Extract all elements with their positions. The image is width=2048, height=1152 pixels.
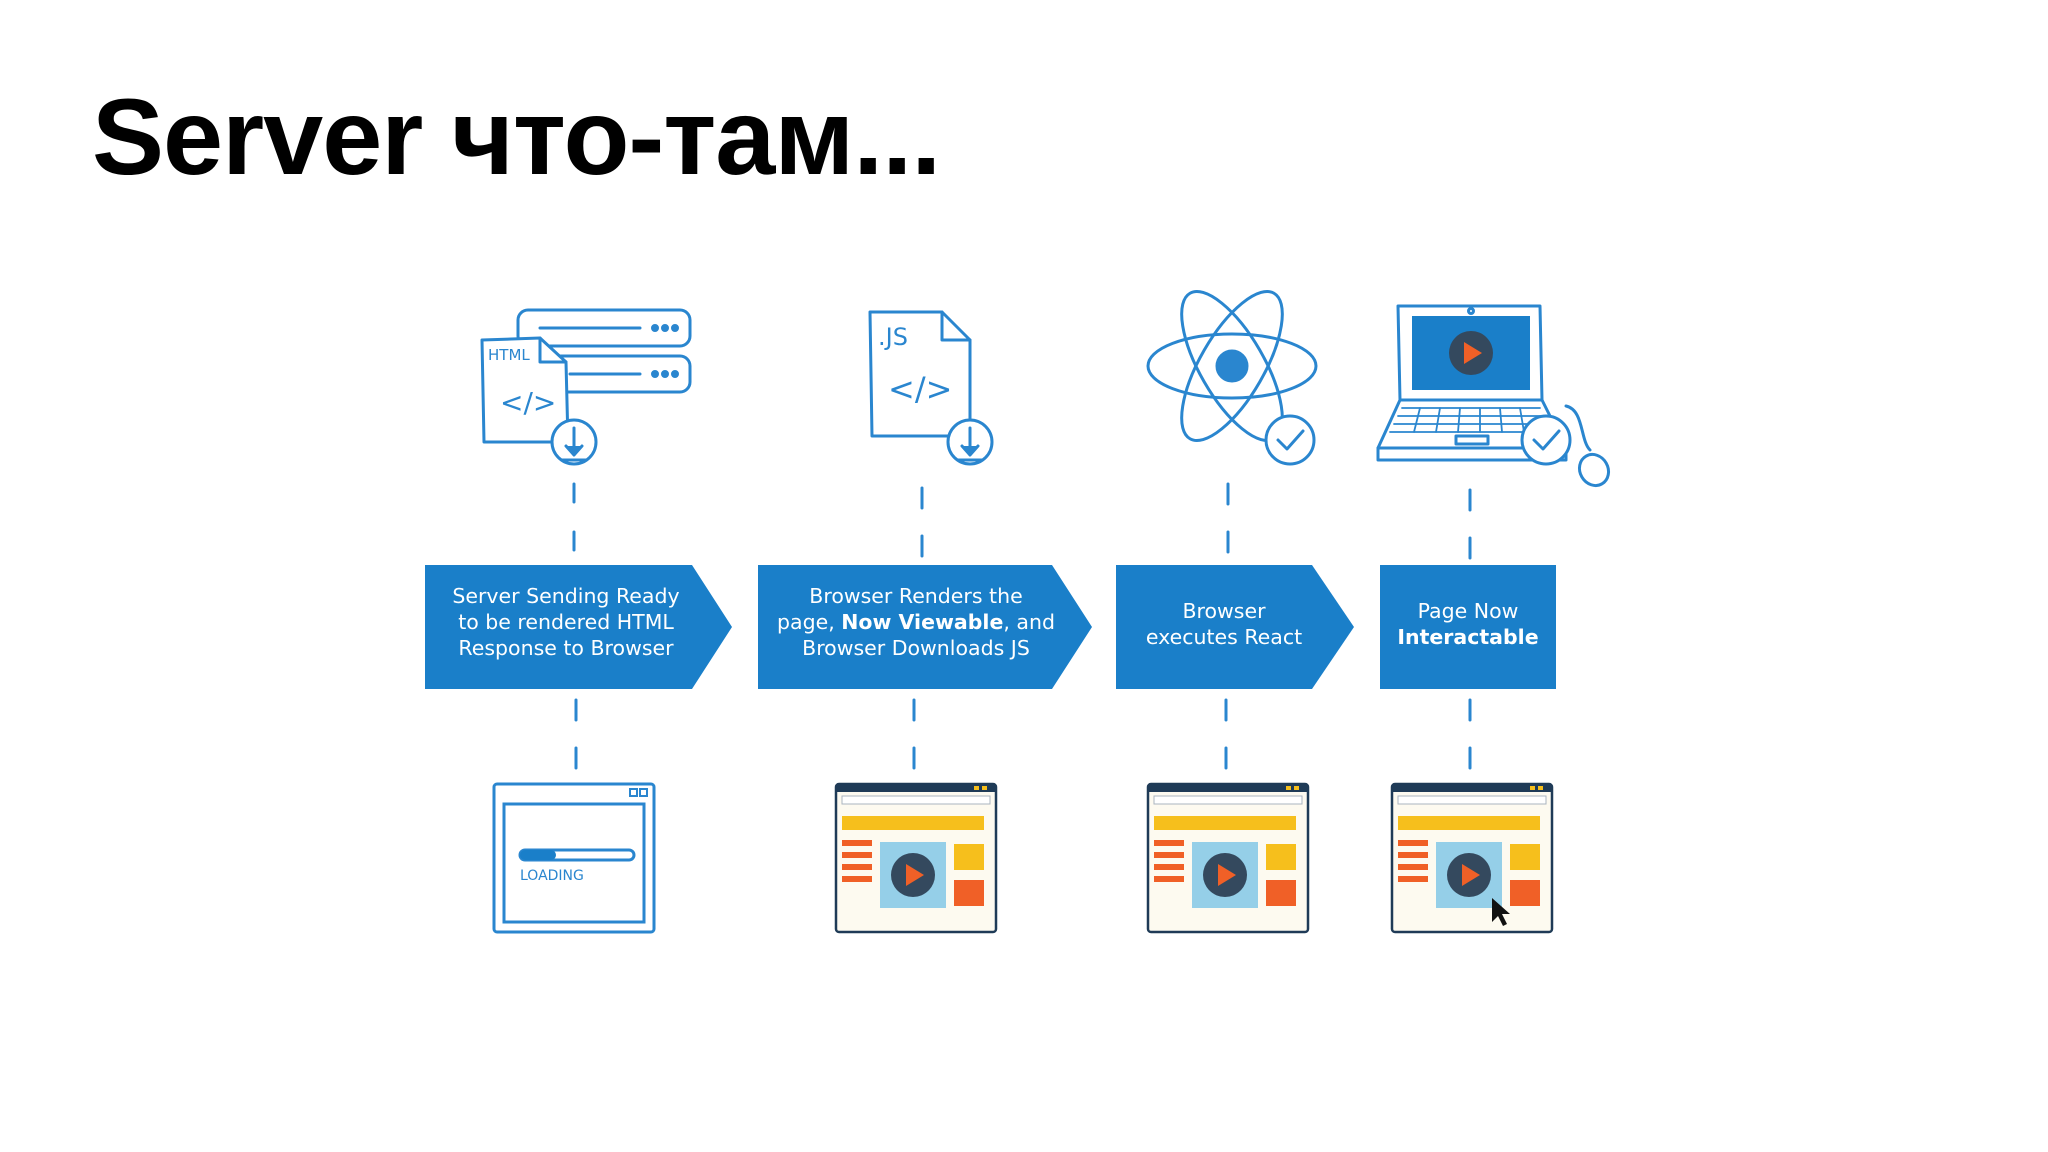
html-code-glyph: </> — [500, 386, 556, 419]
laptop-play-icon — [1449, 331, 1493, 375]
loading-label: LOADING — [520, 868, 584, 884]
step-1-line-1: Server Sending Ready — [452, 584, 679, 608]
step-3-line-1: Browser — [1182, 599, 1266, 623]
html-file-label: HTML — [488, 346, 530, 364]
step-2-line-2: page, Now Viewable, and — [777, 610, 1055, 634]
browser-window-1 — [834, 782, 998, 934]
step-1-line-2: to be rendered HTML — [458, 610, 674, 634]
step-box-2 — [758, 565, 1092, 689]
step-box-3 — [1116, 565, 1354, 689]
browser-window-3 — [1390, 782, 1554, 934]
loading-window-icon — [492, 782, 656, 934]
step-4-line-1: Page Now — [1418, 599, 1519, 623]
connector-lines — [572, 482, 1472, 770]
react-atom-icon — [1146, 290, 1318, 466]
step-box-4 — [1380, 565, 1556, 689]
js-file-icon — [868, 310, 994, 466]
laptop-icon — [1376, 304, 1611, 488]
browser-window-2 — [1146, 782, 1310, 934]
html-server-icon — [480, 308, 692, 466]
cursor-icon — [1492, 898, 1510, 926]
step-box-1 — [425, 565, 732, 689]
step-3-line-2: executes React — [1146, 625, 1302, 649]
step-2-line-1: Browser Renders the — [809, 584, 1022, 608]
browser-windows — [834, 782, 1554, 934]
step-2-line-3: Browser Downloads JS — [802, 636, 1030, 660]
step-1-line-3: Response to Browser — [458, 636, 674, 660]
slide-title: Server что-там... — [92, 76, 941, 197]
step-4-line-2: Interactable — [1397, 625, 1538, 649]
js-code-glyph: </> — [888, 370, 952, 408]
js-file-label: .JS — [878, 323, 908, 351]
